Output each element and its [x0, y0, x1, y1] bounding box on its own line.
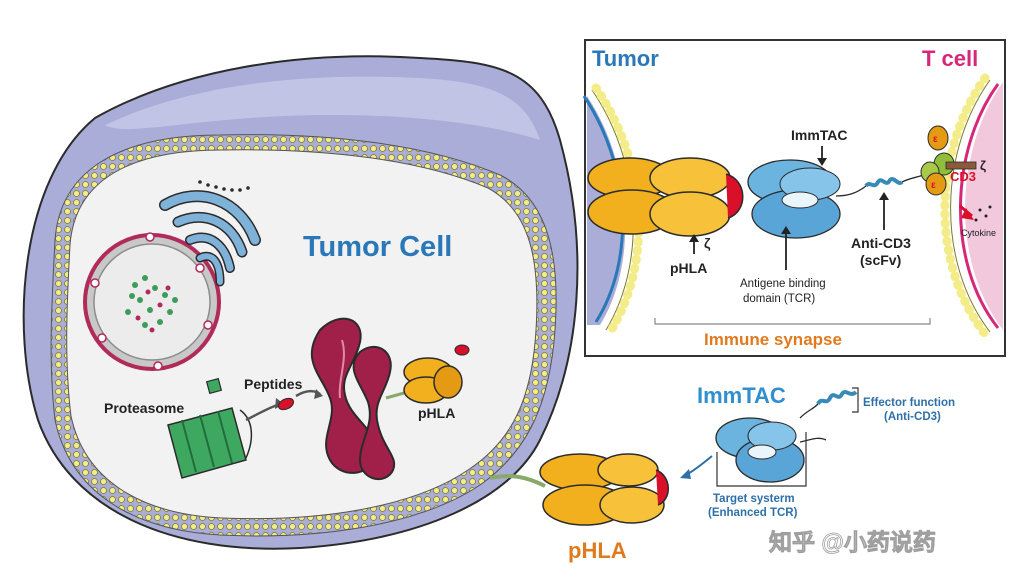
inset-immtac-label: ImmTAC	[791, 127, 848, 143]
inset-anticd3-arrow-head	[879, 192, 889, 200]
inset-panel: Tumor T cell ImmTAC ζ pHLA Antigene bind…	[582, 39, 1006, 357]
immune-synapse-label: Immune synapse	[704, 330, 842, 349]
inset-immtac	[747, 159, 933, 239]
inset-tcell-membrane-outer	[950, 79, 991, 333]
inset-phla	[587, 157, 744, 237]
inset-zeta-left: ζ	[704, 235, 711, 251]
inset-epsilon-bottom: ε	[931, 180, 936, 191]
inset-anticd3-line1: Anti-CD3	[851, 235, 911, 251]
inset-phla-arrow-head	[689, 234, 699, 242]
effector-function-line2: (Anti-CD3)	[884, 411, 941, 423]
effector-function-line1: Effector function	[863, 397, 955, 409]
inset-epsilon-top: ε	[933, 134, 938, 145]
tumor-cell	[22, 55, 579, 550]
immtac-main	[715, 390, 858, 483]
inset-tumor-title: Tumor	[592, 46, 659, 71]
inset-antigen-arrow-head	[781, 226, 791, 234]
inset-cd3-label: CD3	[950, 169, 976, 184]
tumor-cell-label: Tumor Cell	[303, 231, 452, 263]
tumor-cell-top-highlight	[105, 76, 540, 140]
vesicle-dots	[198, 180, 250, 192]
phla-inside-label: pHLA	[418, 405, 455, 421]
inset-cd3-complex	[920, 125, 977, 196]
target-system-line1: Target systerm	[713, 493, 795, 505]
endoplasmic-reticulum	[310, 317, 396, 481]
phla-inside-cell	[385, 344, 470, 404]
chromatin	[125, 275, 178, 328]
watermark: 知乎 @小药说药	[769, 529, 936, 555]
peptides-label: Peptides	[244, 376, 303, 392]
nucleus	[83, 232, 221, 371]
phla-main	[489, 453, 669, 526]
inset-anticd3-line2: (scFv)	[860, 252, 901, 268]
inset-tcell-title: T cell	[922, 46, 978, 71]
target-bracket	[716, 432, 807, 487]
inset-tcell-cytoplasm	[965, 82, 1003, 330]
phla-main-label: pHLA	[568, 538, 627, 563]
target-system-line2: (Enhanced TCR)	[708, 507, 798, 519]
inset-zeta-right: ζ	[980, 158, 986, 173]
inset-antigen-line1: Antigene binding	[740, 278, 826, 290]
golgi-apparatus	[159, 190, 261, 287]
nucleolus	[135, 285, 171, 333]
inset-immtac-arrow-head	[817, 158, 827, 166]
immune-synapse-bracket	[654, 318, 931, 325]
effector-bracket	[852, 387, 859, 413]
proteasome	[167, 377, 253, 479]
inset-tcell-membrane-dots	[940, 73, 990, 339]
immtac-main-label: ImmTAC	[697, 383, 786, 408]
inset-cytokine-release	[959, 204, 992, 222]
proteasome-label: Proteasome	[104, 400, 184, 416]
inset-phla-label: pHLA	[670, 260, 707, 276]
binding-arrow-head	[680, 469, 691, 479]
peptide	[245, 389, 323, 422]
inset-antigen-line2: domain (TCR)	[743, 293, 815, 305]
inset-cytokine-label: Cytokine	[961, 228, 996, 238]
